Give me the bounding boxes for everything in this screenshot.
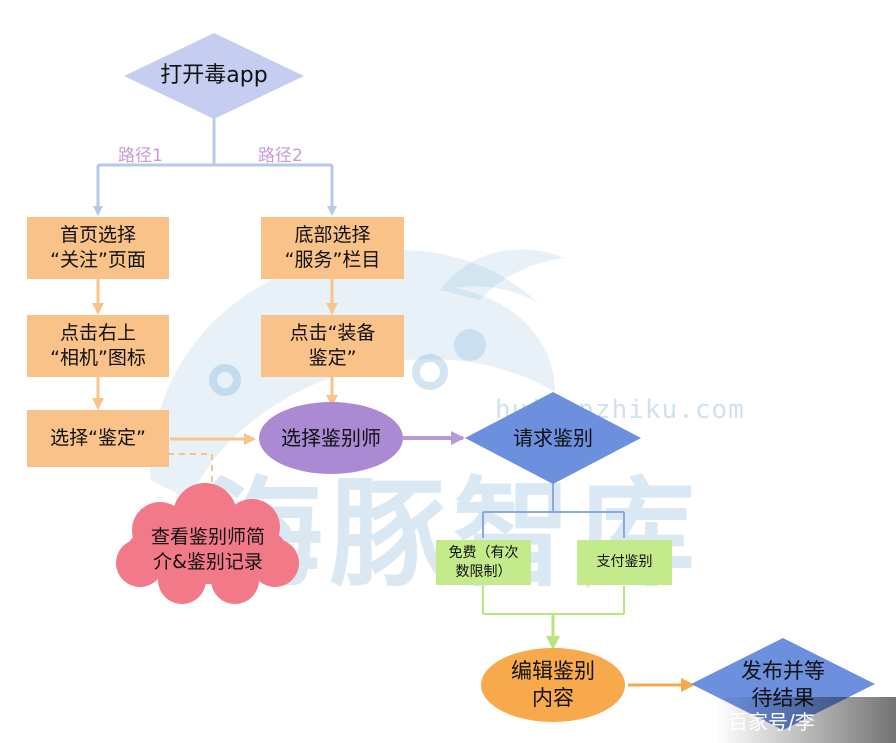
p1-step1-label: 首页选择 “关注”页面 (50, 224, 146, 271)
edge-label-path1: 路径1 (118, 146, 163, 166)
p1-step2-box (27, 315, 169, 377)
p2-step1-label: 底部选择 “服务”栏目 (284, 224, 381, 271)
select-appraiser-label: 选择鉴别师 (281, 426, 381, 450)
edit-ellipse (481, 648, 625, 722)
paid-label: 支付鉴别 (596, 554, 653, 571)
start-node-label: 打开毒app (160, 62, 268, 88)
start-diamond (124, 33, 304, 119)
select-appraiser-ellipse (259, 402, 403, 474)
caption-text: 百家号/李 (728, 710, 815, 734)
request-label: 请求鉴别 (513, 426, 593, 450)
p2-step2-box (261, 315, 404, 377)
free-label: 免费（有次 数限制） (448, 545, 519, 580)
request-diamond (465, 392, 641, 484)
p2-step1-box (261, 217, 404, 279)
edit-label: 编辑鉴别 内容 (511, 658, 595, 710)
profile-cloud-label: 查看鉴别师简 介&鉴别记录 (150, 526, 265, 573)
edge-label-path2: 路径2 (258, 146, 303, 166)
caption-overlay (716, 697, 896, 743)
paid-box (577, 540, 672, 585)
p2-step2-label: 点击“装备 鉴定” (289, 322, 376, 369)
p1-step3-label: 选择“鉴定” (50, 427, 146, 450)
p1-step3-box (27, 410, 169, 467)
p1-step2-label: 点击右上 “相机”图标 (50, 322, 146, 369)
p1-step1-box (27, 217, 169, 279)
profile-cloud (116, 483, 299, 604)
free-box (436, 540, 531, 585)
